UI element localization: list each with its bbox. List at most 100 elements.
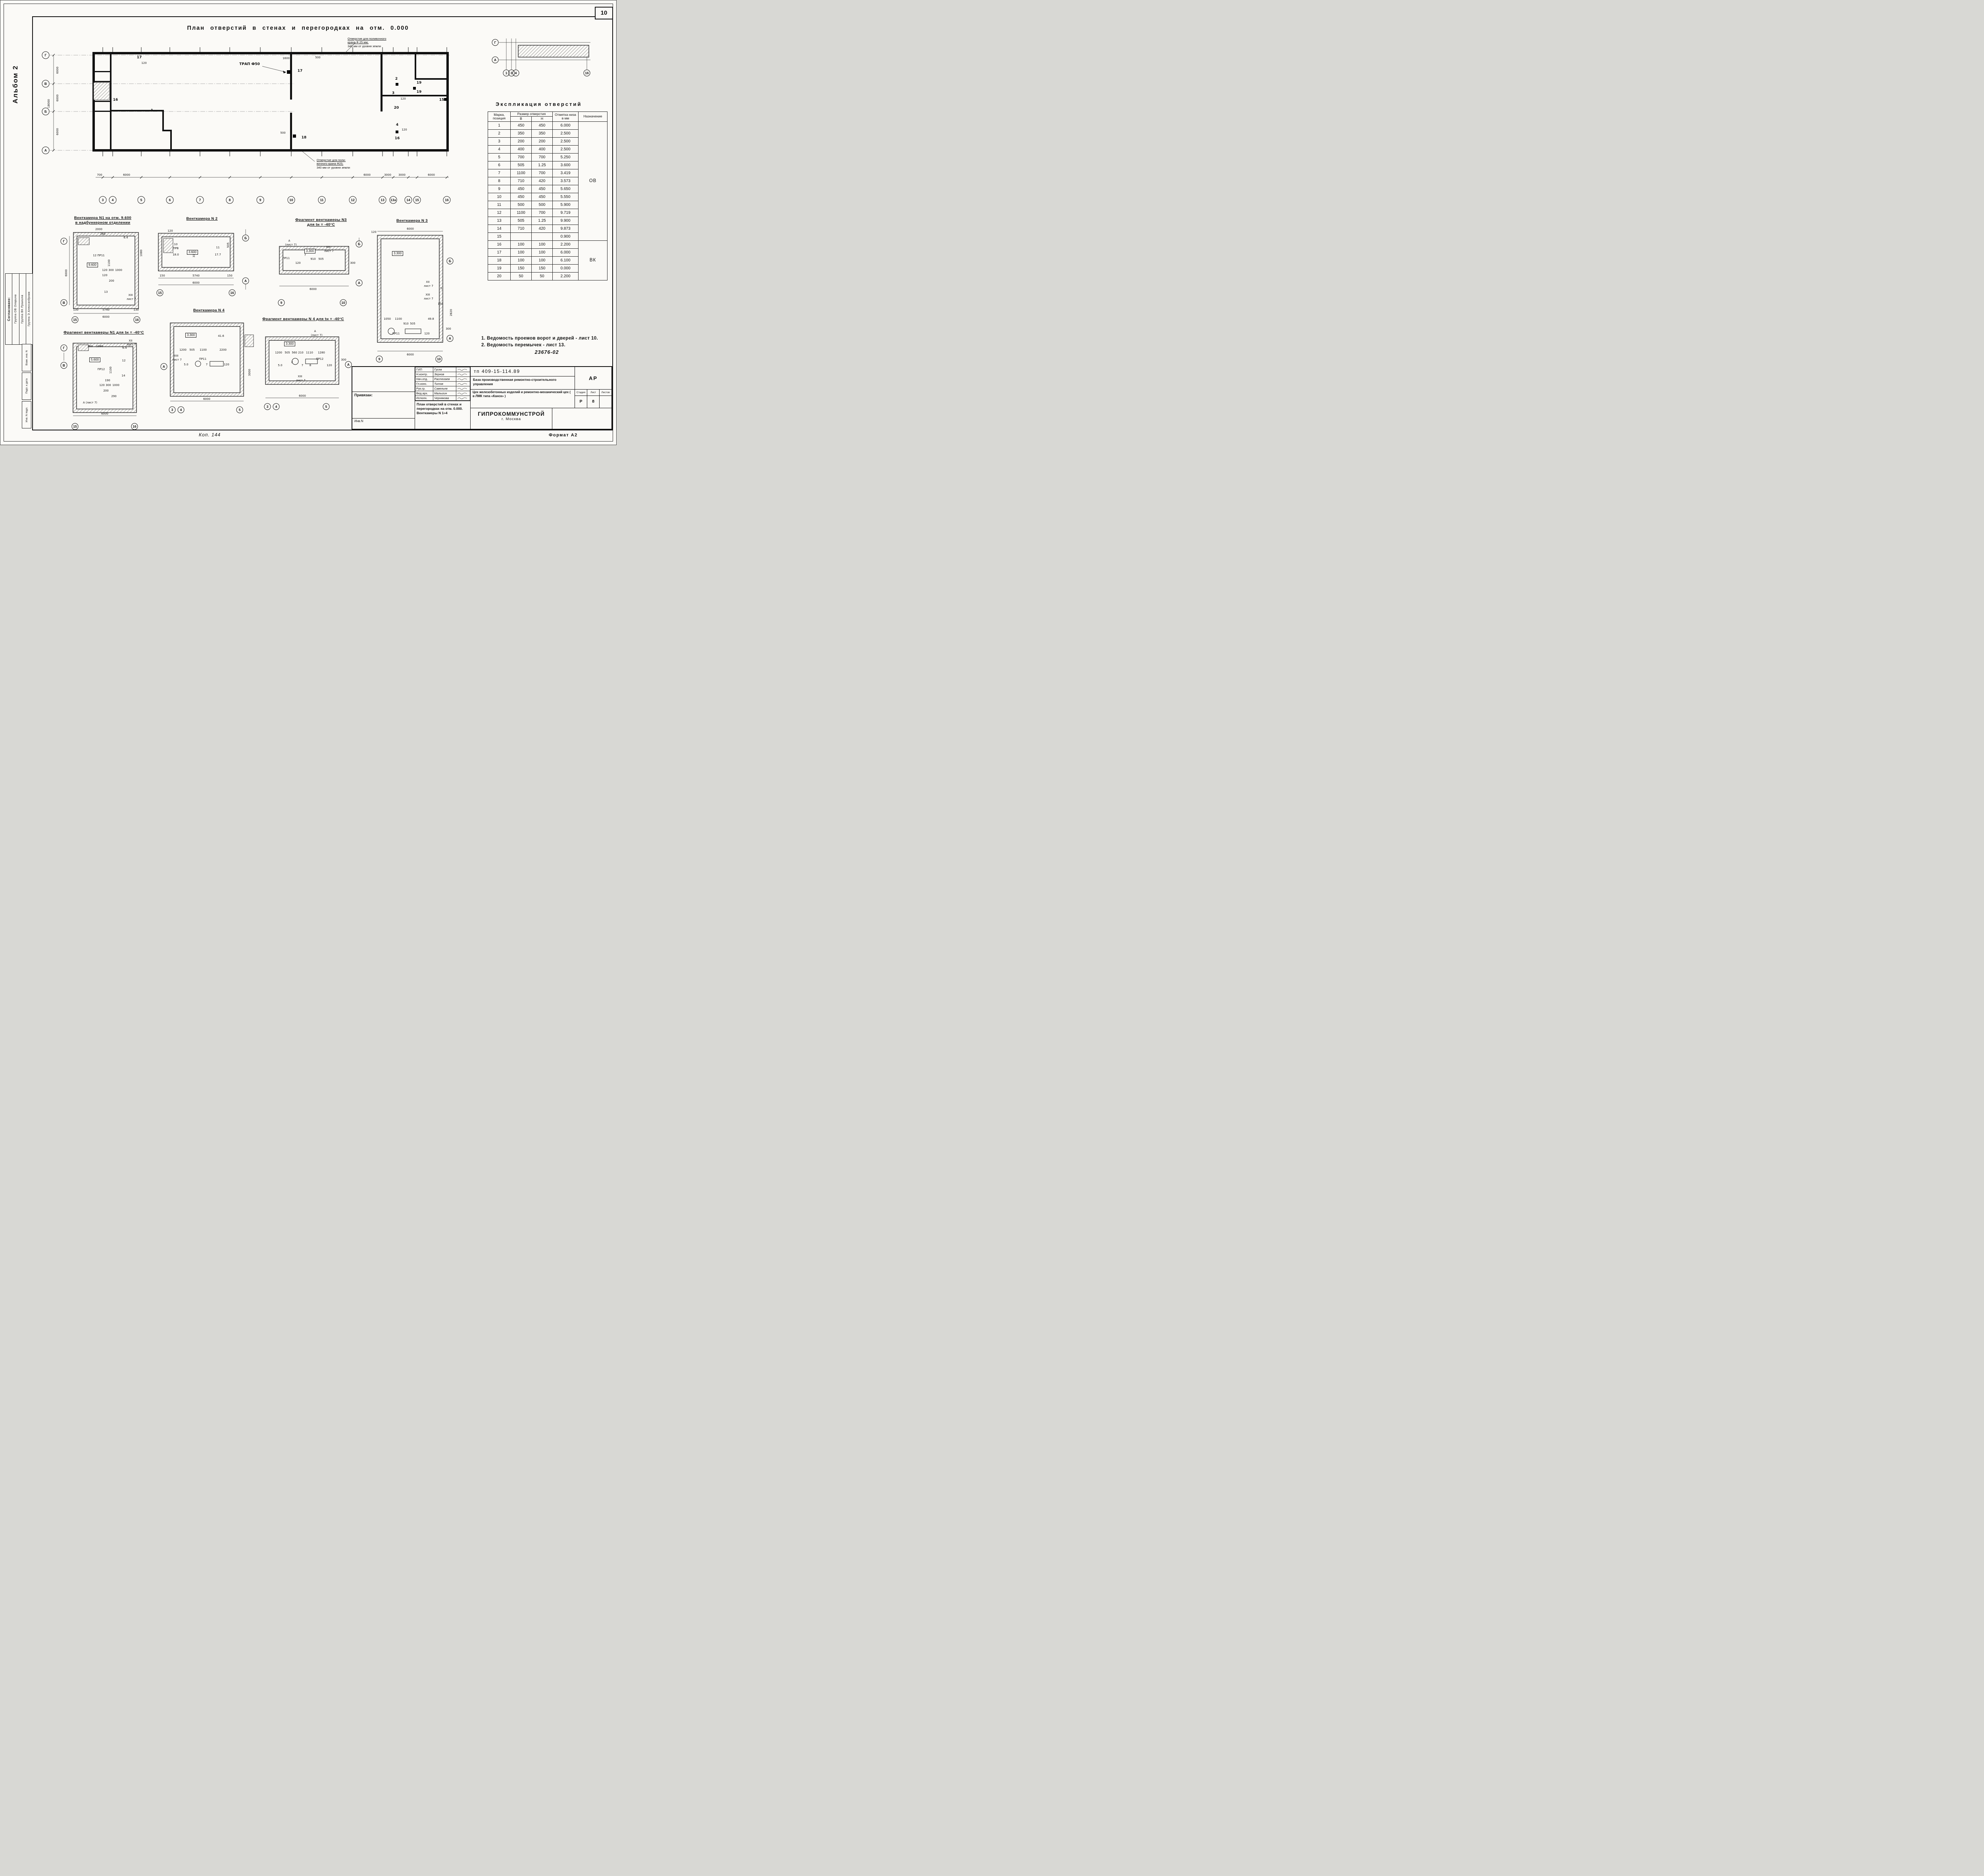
annotation-text: 290 (111, 395, 116, 398)
note-1: 1. Ведомость проемов ворот и дверей - ли… (481, 336, 598, 341)
axis-bubble (435, 355, 442, 363)
axis-bubble (226, 196, 234, 204)
axis-label: 5 (140, 198, 142, 202)
annotation-text: 20 (394, 106, 399, 110)
axis-label: 13а (390, 198, 396, 202)
annotation-text: 260 (100, 232, 105, 236)
stage-header: Стадия (575, 390, 587, 396)
sheet-title: План отверстий в стенах и перегородках н… (415, 401, 470, 429)
axis-label: 13 (381, 198, 384, 202)
axis-label: 12 (351, 198, 355, 202)
axis-bubble (133, 316, 140, 323)
annotation-text: 300 (341, 358, 346, 361)
axis-bubble (256, 196, 264, 204)
axis-label: 16 (230, 291, 234, 295)
annotation-text: 505 (318, 257, 323, 261)
axis-bubble (512, 69, 519, 77)
watering-crane-note-bottom: Отверстие для поли- вочного крана Ф25; 3… (317, 158, 350, 169)
axis-label: 10 (289, 198, 293, 202)
annotation-text: 41.6 (218, 334, 224, 338)
axis-bubble (131, 423, 138, 430)
signature-mark (458, 388, 467, 390)
annotation-text: ПР12 (98, 368, 105, 371)
annotation-text: 3000 (398, 173, 406, 177)
axis-label: 3 (102, 198, 104, 202)
axis-bubble (287, 196, 295, 204)
annotation-text: 2 (395, 77, 398, 81)
annotation-text: 150 (438, 302, 443, 305)
axis-label: 11 (320, 198, 324, 202)
stage-value: Р (575, 396, 587, 408)
axis-bubble (323, 403, 330, 410)
axis-bubble (583, 69, 590, 77)
annotation-text: 120 (327, 364, 332, 367)
axis-label: 4 (275, 405, 277, 409)
annotation-text: 6000 (56, 128, 59, 135)
sheets-header: Листов (601, 391, 610, 394)
annotation-text: 120 (371, 230, 376, 234)
staff-role: Гл.конс. (415, 381, 434, 386)
annotation-text: 6000 (407, 353, 414, 356)
axis-label: 7 (199, 198, 201, 202)
frame-field-inv: Инв. N подл. (25, 407, 28, 422)
inventory-cell: Инв.N (354, 419, 363, 423)
axis-bubble (264, 403, 271, 410)
annotation-text: 3000 (248, 369, 251, 376)
staff-name: Гусев (433, 367, 456, 372)
axis-label: А (163, 365, 165, 369)
elevation-mark: 3.600 (187, 250, 198, 255)
staff-role: ГИП (415, 367, 434, 372)
annotation-text: 6.4 (123, 236, 128, 239)
staff-role: Исполн. (415, 396, 434, 401)
annotation-text: 6000 (101, 412, 108, 415)
axis-label: 9 (281, 301, 283, 305)
annotation-text: 120 (167, 229, 173, 232)
axis-bubble (278, 299, 285, 306)
annotation-text: лист 7 (127, 343, 136, 346)
axis-label: Б (358, 242, 360, 246)
note-2: 2. Ведомость перемычек - лист 13. (481, 343, 565, 348)
annotation-text: 505 (189, 348, 194, 351)
axis-label: А (44, 148, 47, 152)
axis-label: 4 (180, 408, 182, 412)
annotation-text: 1100 (108, 259, 111, 267)
annotation-text: 560 (292, 351, 297, 354)
signature-mark (458, 378, 467, 380)
annotation-text: 5740 (192, 274, 200, 277)
axis-label: 10 (341, 301, 345, 305)
axis-label: В (44, 82, 47, 86)
axis-label: Г (63, 239, 65, 243)
axis-bubble (389, 196, 397, 204)
annotation-text: 7 (206, 363, 208, 366)
annotation-text: 1600 (283, 57, 290, 60)
axis-bubble (379, 196, 386, 204)
axis-label: В (63, 363, 65, 367)
axis-bubble (160, 363, 167, 370)
col-header-elev: Отметка низа в мм (552, 111, 579, 122)
annotation-text: 1110 (306, 351, 313, 354)
annotation-text: 6000 (123, 173, 130, 177)
annotation-text: XIII (174, 354, 179, 357)
annotation-text: А (314, 330, 316, 333)
axis-label: 5 (239, 408, 241, 412)
group-vk: Группа ВК Пушкина (21, 294, 24, 324)
axis-bubble (446, 257, 454, 265)
axis-bubble (42, 51, 50, 59)
annotation-text: лист 7 (424, 297, 433, 300)
detail-subtitle: в надбункерном отделении (75, 221, 131, 225)
frame-field-podp: Подп. и дата (25, 378, 28, 394)
axis-label: 16 (585, 71, 589, 75)
annotation-text: XIII (129, 294, 133, 297)
axis-bubble (60, 238, 67, 245)
axis-bubble (349, 196, 357, 204)
